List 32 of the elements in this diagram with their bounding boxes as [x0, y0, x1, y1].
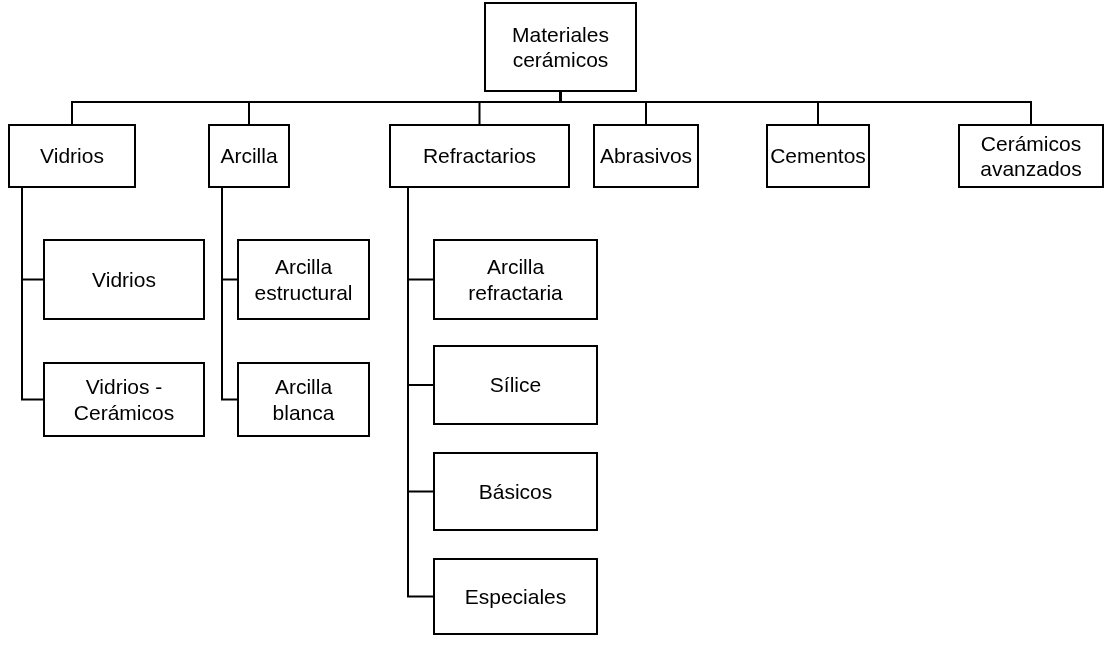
- category-box: [8, 124, 136, 188]
- category-label: Cementos: [770, 143, 866, 169]
- category-label: Básicos: [478, 478, 553, 505]
- category-label: Vidrios: [92, 266, 156, 293]
- category-label: Arcilla refractaria: [467, 254, 564, 305]
- connector-line: [21, 187, 44, 401]
- category-box: [43, 362, 205, 437]
- category-label: Cerámicos avanzados: [979, 130, 1083, 182]
- category-label: Especiales: [464, 583, 567, 610]
- category-label: Materiales cerámicos: [511, 21, 610, 73]
- category-label: Arcilla blanca: [271, 374, 336, 425]
- category-box: [593, 124, 699, 188]
- category-label: Refractarios: [422, 143, 537, 169]
- category-box: [237, 239, 370, 320]
- category-label: Vidrios - Cerámicos: [72, 374, 176, 425]
- category-box: [208, 124, 290, 188]
- category-box: [433, 558, 598, 635]
- category-box: [433, 345, 598, 425]
- category-box: [766, 124, 870, 188]
- category-box: [433, 452, 598, 531]
- category-box: [484, 2, 637, 92]
- category-box: [237, 362, 370, 437]
- category-label: Abrasivos: [599, 143, 693, 169]
- category-box: [43, 239, 205, 320]
- category-label: Vidrios: [40, 143, 104, 169]
- connector-line: [221, 187, 238, 401]
- category-label: Arcilla: [220, 143, 278, 169]
- category-label: Arcilla estructural: [253, 254, 354, 305]
- category-label: Sílice: [489, 372, 542, 398]
- category-box: [433, 239, 598, 320]
- category-box: [958, 124, 1104, 188]
- category-box: [389, 124, 570, 188]
